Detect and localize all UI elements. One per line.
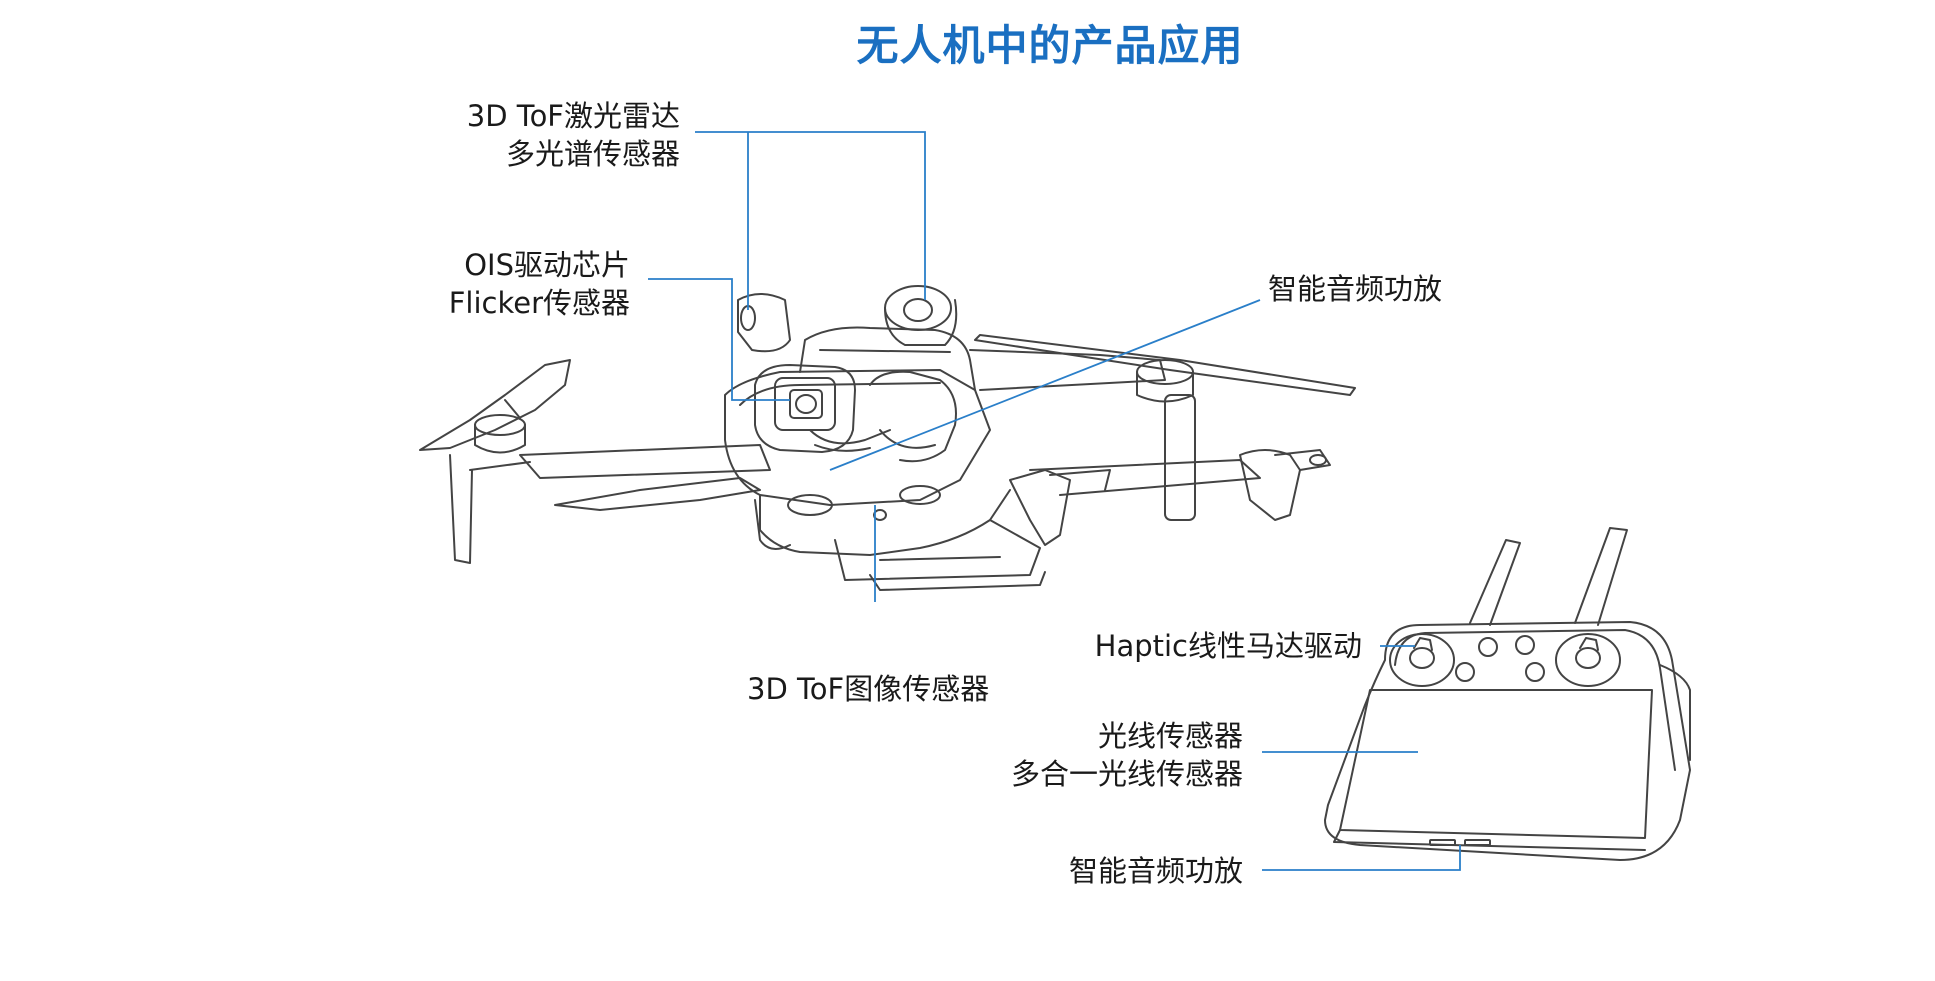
label-multispectral-sensor: 多光谱传感器: [505, 137, 680, 171]
label-3d-tof-lidar-line1: 3D ToF激光雷达: [466, 99, 680, 133]
label-light-sensor-line1: 光线传感器: [1097, 719, 1243, 753]
label-haptic-motor-driver: Haptic线性马达驱动: [1094, 629, 1362, 663]
page-title: 无人机中的产品应用: [856, 21, 1244, 70]
label-flicker-sensor: Flicker传感器: [448, 286, 630, 320]
label-3d-tof-lidar: 3D ToF激光雷达 多光谱传感器: [467, 97, 680, 173]
label-controller-smart-audio-amp: 智能音频功放: [1068, 854, 1243, 888]
label-drone-smart-audio-amp: 智能音频功放: [1268, 272, 1443, 306]
label-ois-driver: OIS驱动芯片 Flicker传感器: [449, 246, 630, 322]
label-3d-tof-image-sensor: 3D ToF图像传感器: [747, 672, 990, 706]
label-multi-light-sensor: 多合一光线传感器: [1010, 757, 1243, 791]
label-ois-driver-chip: OIS驱动芯片: [464, 248, 630, 282]
drone-illustration: [419, 285, 1356, 591]
controller-illustration: [1324, 527, 1691, 861]
label-light-sensor: 光线传感器 多合一光线传感器: [1011, 717, 1243, 793]
leader-lines: [648, 131, 1461, 871]
